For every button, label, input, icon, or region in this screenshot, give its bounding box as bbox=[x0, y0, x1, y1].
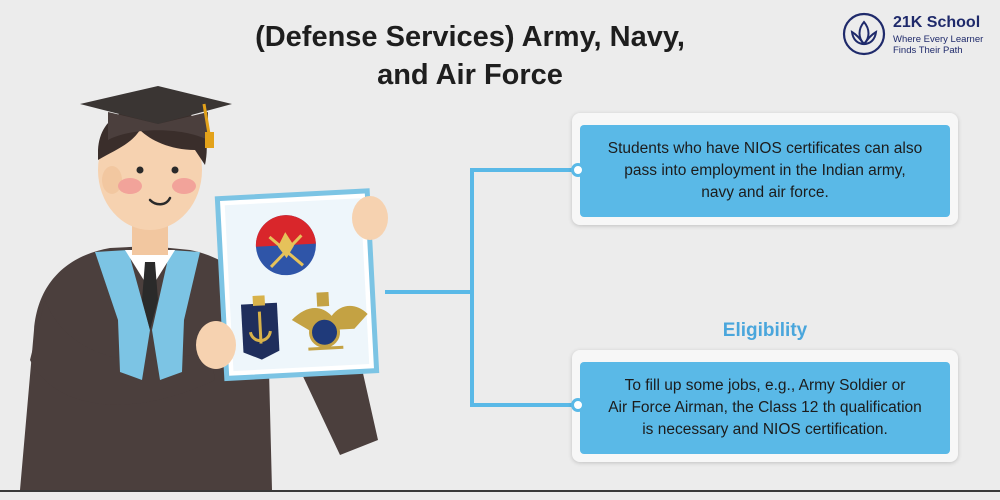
ear bbox=[102, 166, 122, 194]
smile bbox=[148, 196, 172, 206]
cheek-left bbox=[118, 178, 142, 194]
eye-left bbox=[136, 166, 144, 174]
air-force-emblem-icon bbox=[291, 291, 368, 351]
stole-left bbox=[95, 250, 150, 380]
logo-tagline-line-1: Where Every Learner bbox=[893, 34, 984, 45]
eligibility-card-text: To fill up some jobs, e.g., Army Soldier… bbox=[608, 375, 922, 441]
eligibility-card-line: To fill up some jobs, e.g., Army Soldier… bbox=[624, 377, 906, 394]
title-line-2: and Air Force bbox=[377, 59, 563, 91]
eligibility-card-line: is necessary and NIOS certification. bbox=[642, 421, 888, 438]
lotus-logo-icon bbox=[842, 12, 886, 56]
title-line-1: (Defense Services) Army, Navy, bbox=[255, 21, 685, 53]
hand-left bbox=[196, 321, 236, 369]
cap-base bbox=[108, 112, 208, 140]
info-card-line: Students who have NIOS certificates can … bbox=[607, 140, 923, 157]
cheek-right bbox=[172, 178, 196, 194]
army-emblem-icon bbox=[255, 215, 316, 276]
brand-logo: 21K School Where Every Learner Finds The… bbox=[842, 12, 992, 58]
info-card: Students who have NIOS certificates can … bbox=[580, 125, 950, 217]
graduate-illustration bbox=[20, 86, 388, 490]
hand-right bbox=[352, 196, 388, 240]
stole-right bbox=[152, 250, 200, 380]
info-card-line: navy and air force. bbox=[701, 184, 829, 201]
certificate bbox=[214, 188, 380, 382]
eligibility-heading: Eligibility bbox=[722, 320, 808, 341]
bottom-rule bbox=[0, 490, 1000, 492]
eligibility-card-line: Air Force Airman, the Class 12 th qualif… bbox=[608, 399, 922, 416]
connector-dot bbox=[571, 398, 585, 412]
logo-name: 21K School bbox=[893, 14, 981, 31]
eye-right bbox=[171, 166, 179, 174]
logo-tagline-line-2: Finds Their Path bbox=[893, 45, 963, 56]
tie bbox=[142, 262, 158, 330]
eligibility-card: To fill up some jobs, e.g., Army Soldier… bbox=[580, 362, 950, 454]
tassel bbox=[205, 132, 214, 148]
info-card-line: pass into employment in the Indian army, bbox=[624, 162, 906, 179]
logo-tagline: Where Every Learner Finds Their Path bbox=[893, 34, 993, 56]
page-title: (Defense Services) Army, Navy, and Air F… bbox=[190, 18, 750, 94]
info-card-text: Students who have NIOS certificates can … bbox=[608, 138, 922, 204]
navy-emblem-icon bbox=[240, 295, 280, 360]
connector-dot bbox=[571, 163, 585, 177]
gown-sleeve-left bbox=[30, 300, 215, 405]
cap-board bbox=[80, 86, 232, 124]
